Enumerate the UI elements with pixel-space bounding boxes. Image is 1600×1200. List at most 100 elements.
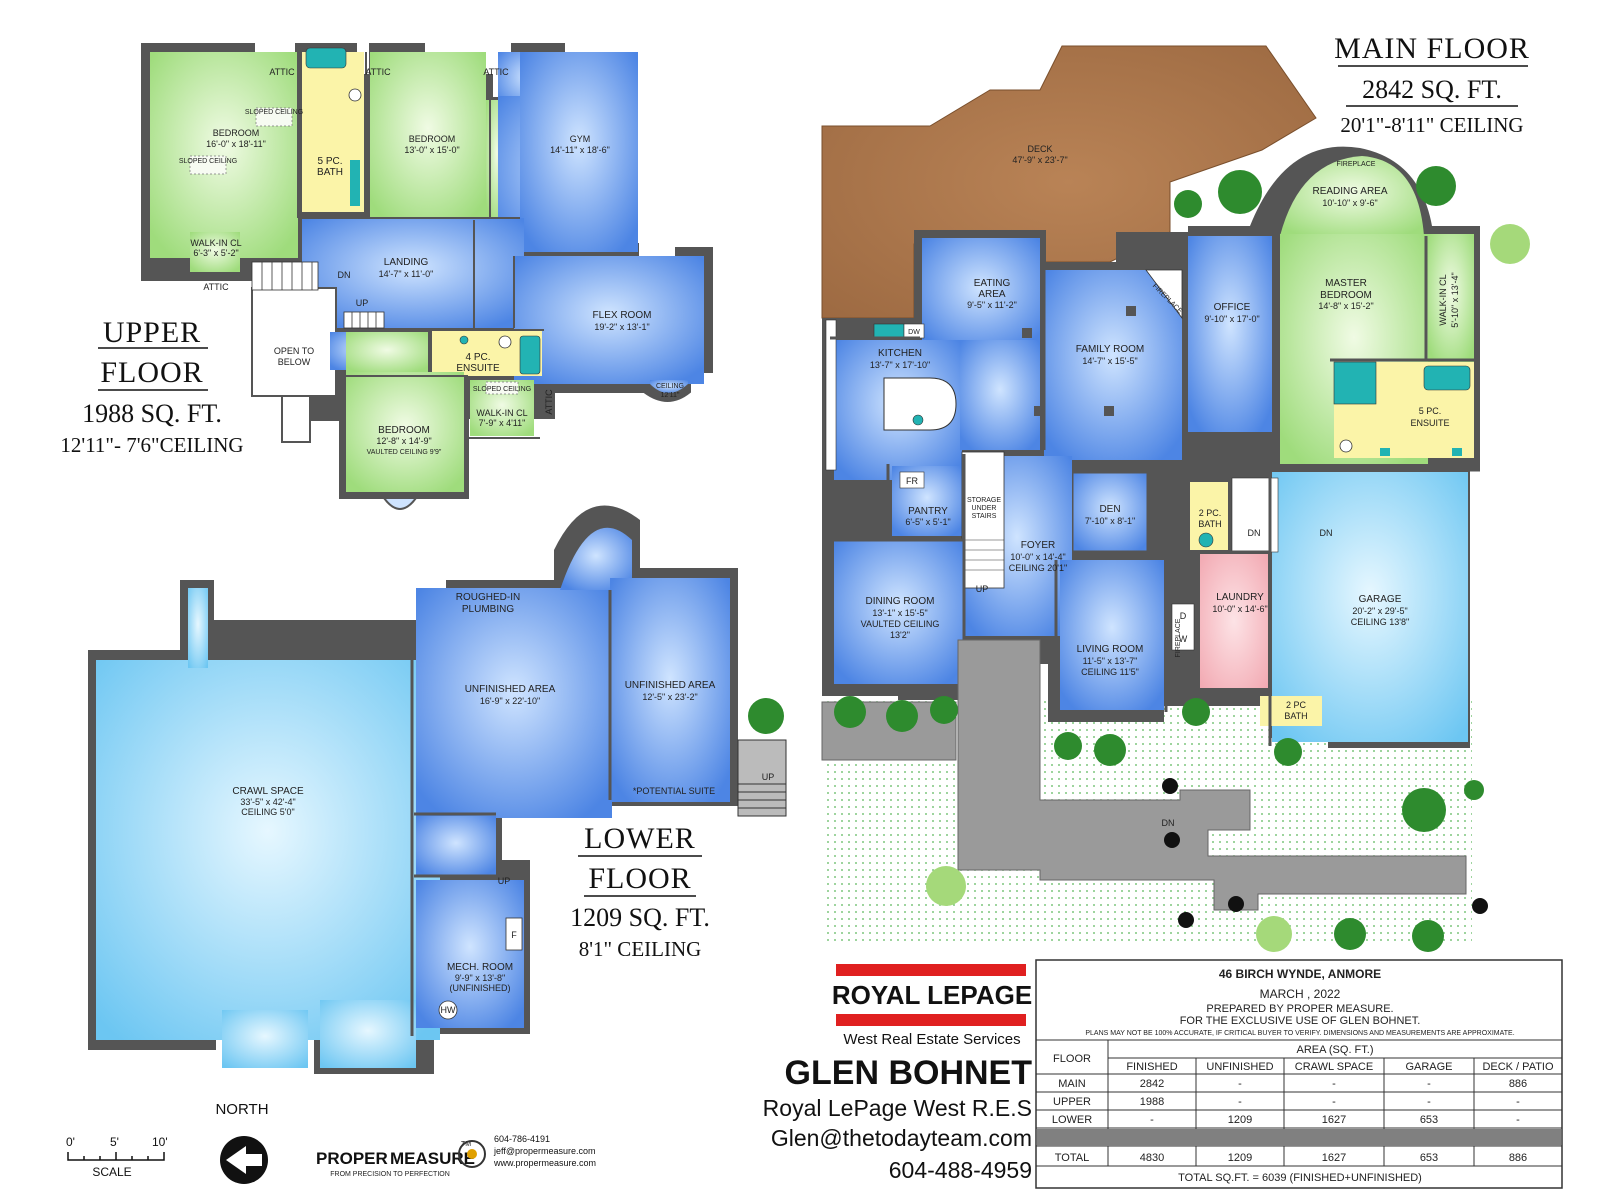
label-open-1: OPEN TO [274, 346, 314, 356]
lower-sqft: 1209 SQ. FT. [570, 903, 710, 932]
label-crawl: CRAWL SPACE [232, 786, 304, 797]
label-2pc-1: 2 PC. [1199, 508, 1222, 518]
table-col-deck: DECK / PATIO [1482, 1061, 1554, 1073]
brand-sub: West Real Estate Services [843, 1031, 1020, 1048]
brand-logo: ROYAL LEPAGE [832, 980, 1032, 1010]
label-storage-2: UNDER [972, 505, 997, 512]
label-up-2: UP [498, 876, 511, 886]
table-cell: LOWER [1052, 1114, 1092, 1126]
dim-walkin-1: 6'-3" x 5'-2" [193, 248, 238, 258]
label-walkin: WALK-IN CL [1438, 274, 1448, 325]
label-bedroom-3-ceil: VAULTED CEILING 9'9" [367, 449, 442, 456]
label-walkin-2: WALK-IN CL [476, 408, 527, 418]
tree-icon [1164, 832, 1180, 848]
upper-ceiling: 12'11"- 7'6"CEILING [60, 433, 243, 457]
dim-flex: 19'-2" x 13'-1" [594, 322, 649, 332]
label-bedroom-2: BEDROOM [409, 134, 456, 144]
label-flex-ceil-2: 12'11" [661, 392, 680, 399]
table-cell: 1209 [1228, 1114, 1252, 1126]
dim-bedroom-1: 16'-0" x 18'-11" [206, 139, 266, 149]
label-master-1: MASTER [1325, 278, 1367, 289]
pm-logo-tm: TM [461, 1141, 471, 1148]
info-date: MARCH , 2022 [1260, 987, 1341, 1001]
tree-icon [1054, 732, 1082, 760]
label-ensuite-1: 4 PC. [465, 352, 490, 363]
label-reading: READING AREA [1312, 186, 1387, 197]
label-landing: LANDING [384, 257, 429, 268]
label-ensuite-2: ENSUITE [456, 363, 500, 374]
table-row: MAIN 2842 - - - 886 [1058, 1078, 1527, 1090]
main-laundry [1200, 554, 1268, 688]
tree-icon [1178, 912, 1194, 928]
upper-bedroom-2 [370, 52, 486, 222]
label-sloped-1: SLOPED CEILING [245, 109, 303, 116]
label-suite: *POTENTIAL SUITE [633, 786, 715, 796]
dim-walkin-2: 7'-9" x 4'11" [479, 418, 526, 428]
dim-unf-1: 16'-9" x 22'-10" [480, 696, 540, 706]
table-cell: - [1238, 1078, 1242, 1090]
main-office [1188, 236, 1272, 432]
tree-icon [1472, 898, 1488, 914]
dim-crawl: 33'-5" x 42'-4" [240, 797, 295, 807]
tree-icon [1334, 918, 1366, 950]
label-den: DEN [1099, 504, 1120, 515]
agent-block: ROYAL LEPAGE West Real Estate Services G… [763, 964, 1032, 1183]
label-bedroom-1: BEDROOM [213, 128, 260, 138]
lower-mech-room [416, 880, 524, 1028]
dim-gym: 14'-11" x 18'-6" [550, 145, 610, 155]
lower-crawl-space [96, 660, 440, 1040]
table-col-finished: FINISHED [1126, 1061, 1177, 1073]
table-cell: 653 [1420, 1152, 1438, 1164]
table-cell: UPPER [1053, 1096, 1091, 1108]
label-open-2: BELOW [278, 357, 311, 367]
label-unf-1: UNFINISHED AREA [465, 684, 556, 695]
main-reading-area [1280, 156, 1424, 236]
label-deck: DECK [1027, 144, 1052, 154]
tree-icon [1402, 788, 1446, 832]
dim-reading: 10'-10" x 9'-6" [1322, 198, 1377, 208]
label-flex: FLEX ROOM [593, 310, 652, 321]
tree-icon [1174, 190, 1202, 218]
tree-icon [834, 696, 866, 728]
tree-icon [1182, 698, 1210, 726]
table-area-header: AREA (SQ. FT.) [1296, 1044, 1373, 1056]
label-2pc-2: BATH [1198, 519, 1221, 529]
label-fireplace-1: FIREPLACE [1337, 161, 1376, 168]
info-address: 46 BIRCH WYNDE, ANMORE [1219, 967, 1381, 981]
label-living-ceil: CEILING 11'5" [1081, 667, 1139, 677]
label-dining-ceil-2: 13'2" [890, 630, 910, 640]
label-office: OFFICE [1214, 302, 1251, 313]
label-rough-1: ROUGHED-IN [456, 592, 520, 603]
upper-sqft: 1988 SQ. FT. [82, 399, 222, 428]
label-garage: GARAGE [1359, 594, 1402, 605]
table-cell: - [1427, 1096, 1431, 1108]
north-arrow: NORTH [215, 1101, 269, 1184]
lower-unfinished-1 [416, 588, 612, 818]
table-cell: 2842 [1140, 1078, 1164, 1090]
lower-title-2: FLOOR [588, 862, 691, 895]
table-cell: 1988 [1140, 1096, 1164, 1108]
dim-bedroom-3: 12'-8" x 14'-9" [376, 436, 431, 446]
table-cell: 4830 [1140, 1152, 1164, 1164]
label-fr: FR [906, 476, 918, 486]
landscape-trees [834, 166, 1530, 952]
main-ceiling: 20'1"-8'11" CEILING [1340, 113, 1523, 137]
tree-icon [1464, 780, 1484, 800]
label-2pcb-2: BATH [1284, 711, 1307, 721]
dim-master: 14'-8" x 15'-2" [1318, 301, 1373, 311]
table-cell: - [1332, 1078, 1336, 1090]
table-floor-header: FLOOR [1053, 1053, 1091, 1065]
label-washer: W [1179, 634, 1188, 644]
main-den [1070, 470, 1150, 554]
main-dining-room [834, 540, 964, 684]
table-cell: 1209 [1228, 1152, 1252, 1164]
pm-tagline: FROM PRECISION TO PERFECTION [330, 1171, 450, 1178]
label-dining-ceil-1: VAULTED CEILING [861, 619, 940, 629]
label-foyer-ceil: CEILING 20'1" [1009, 563, 1067, 573]
area-summary-table: 46 BIRCH WYNDE, ANMORE MARCH , 2022 PREP… [1035, 959, 1563, 1189]
label-laundry: LAUNDRY [1216, 592, 1264, 603]
pm-web: www.propermeasure.com [493, 1158, 596, 1168]
label-unf-2: UNFINISHED AREA [625, 680, 716, 691]
lower-floor-plan: CRAWL SPACE 33'-5" x 42'-4" CEILING 5'0"… [88, 505, 787, 1074]
